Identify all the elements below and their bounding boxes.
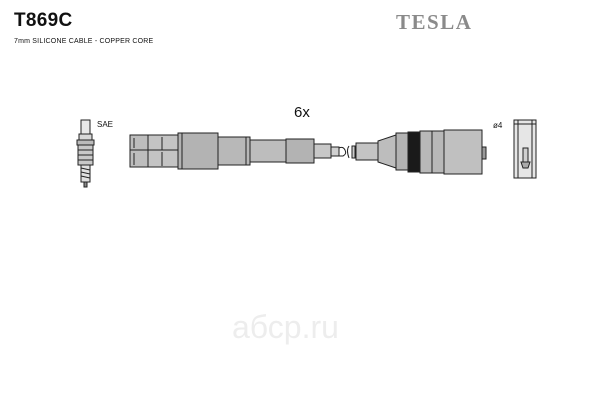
part-code: T869C [14,10,73,31]
watermark-text: aбсp.ru [232,309,339,345]
terminal-sleeve-icon [513,119,537,179]
cable-break [338,145,356,159]
terminal-diameter-label: ø4 [493,121,503,130]
cable-spec: 7mm SILICONE CABLE - COPPER CORE [14,38,154,45]
coil-boot-connector [129,132,340,170]
brand-logo: TESLA [396,10,473,34]
spark-plug-icon [76,119,95,188]
quantity-label: 6x [294,104,310,121]
plug-type-label: SAE [97,120,114,129]
plug-boot-connector [355,129,487,175]
